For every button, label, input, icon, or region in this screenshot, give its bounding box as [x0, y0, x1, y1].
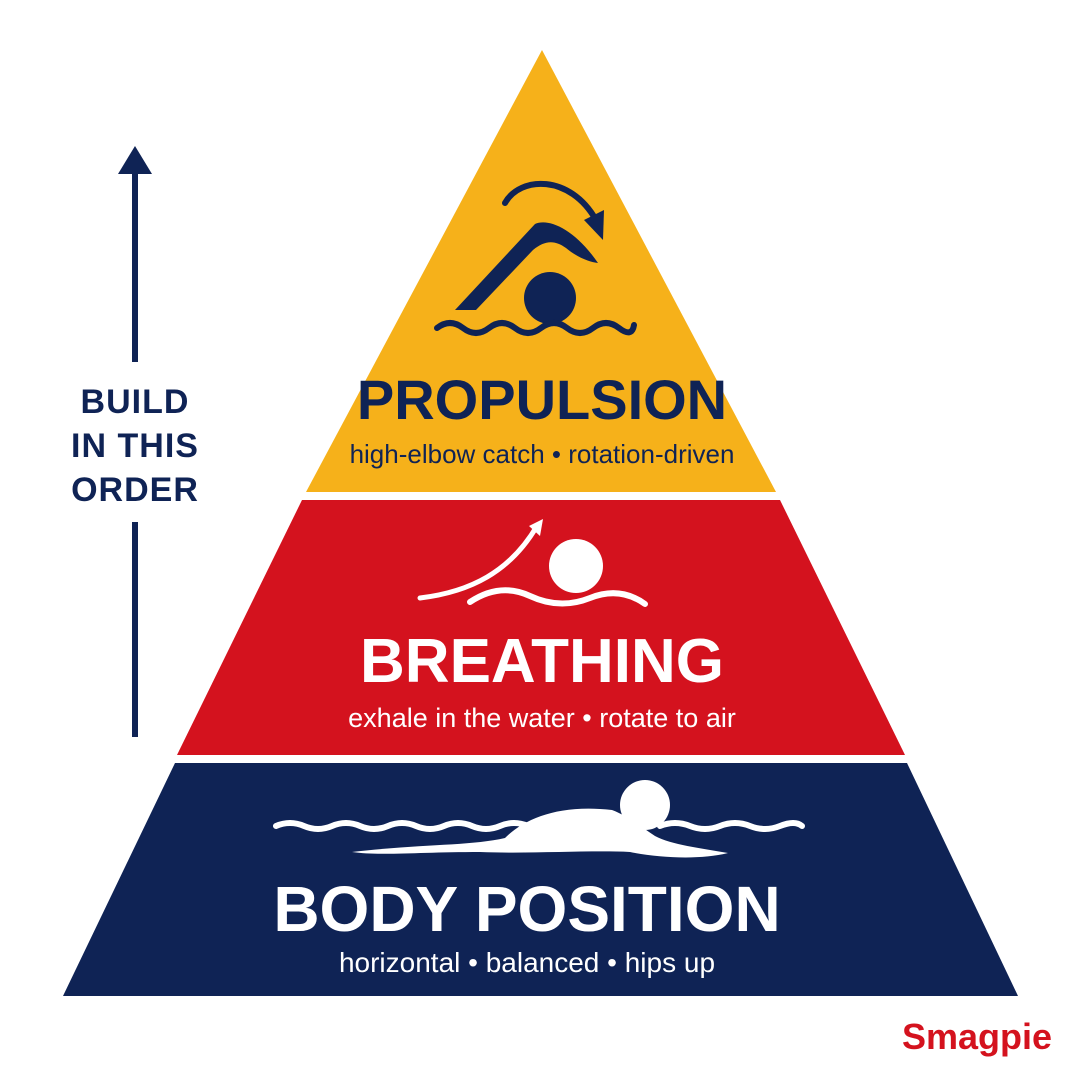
tier-propulsion: PROPULSION high-elbow catch • rotation-d… — [306, 50, 776, 492]
arrow-up-icon — [118, 146, 152, 174]
side-label-line-2: IN THIS — [71, 427, 199, 465]
tier-breathing-title: BREATHING — [360, 627, 724, 696]
tier-breathing: BREATHING exhale in the water • rotate t… — [177, 500, 905, 755]
tier-body-position-subtitle: horizontal • balanced • hips up — [339, 947, 715, 978]
side-label-line-3: ORDER — [71, 471, 199, 509]
tier-propulsion-title: PROPULSION — [357, 368, 727, 431]
tier-body-position: BODY POSITION horizontal • balanced • hi… — [63, 763, 1018, 996]
breathing-swimmer-icon — [417, 519, 648, 607]
freestyle-stroke-icon — [434, 180, 637, 336]
tier-breathing-shape — [177, 500, 905, 755]
tier-propulsion-shape — [306, 50, 776, 492]
tier-breathing-subtitle: exhale in the water • rotate to air — [348, 703, 736, 733]
side-label-line-1: BUILD — [81, 383, 190, 421]
build-order-indicator: BUILD IN THIS ORDER — [71, 146, 199, 737]
floating-swimmer-icon — [273, 780, 805, 858]
tier-body-position-shape — [63, 763, 1018, 996]
tier-propulsion-subtitle: high-elbow catch • rotation-driven — [350, 439, 735, 469]
tier-body-position-title: BODY POSITION — [273, 873, 780, 945]
brand-logo: Smagpie — [902, 1016, 1052, 1057]
